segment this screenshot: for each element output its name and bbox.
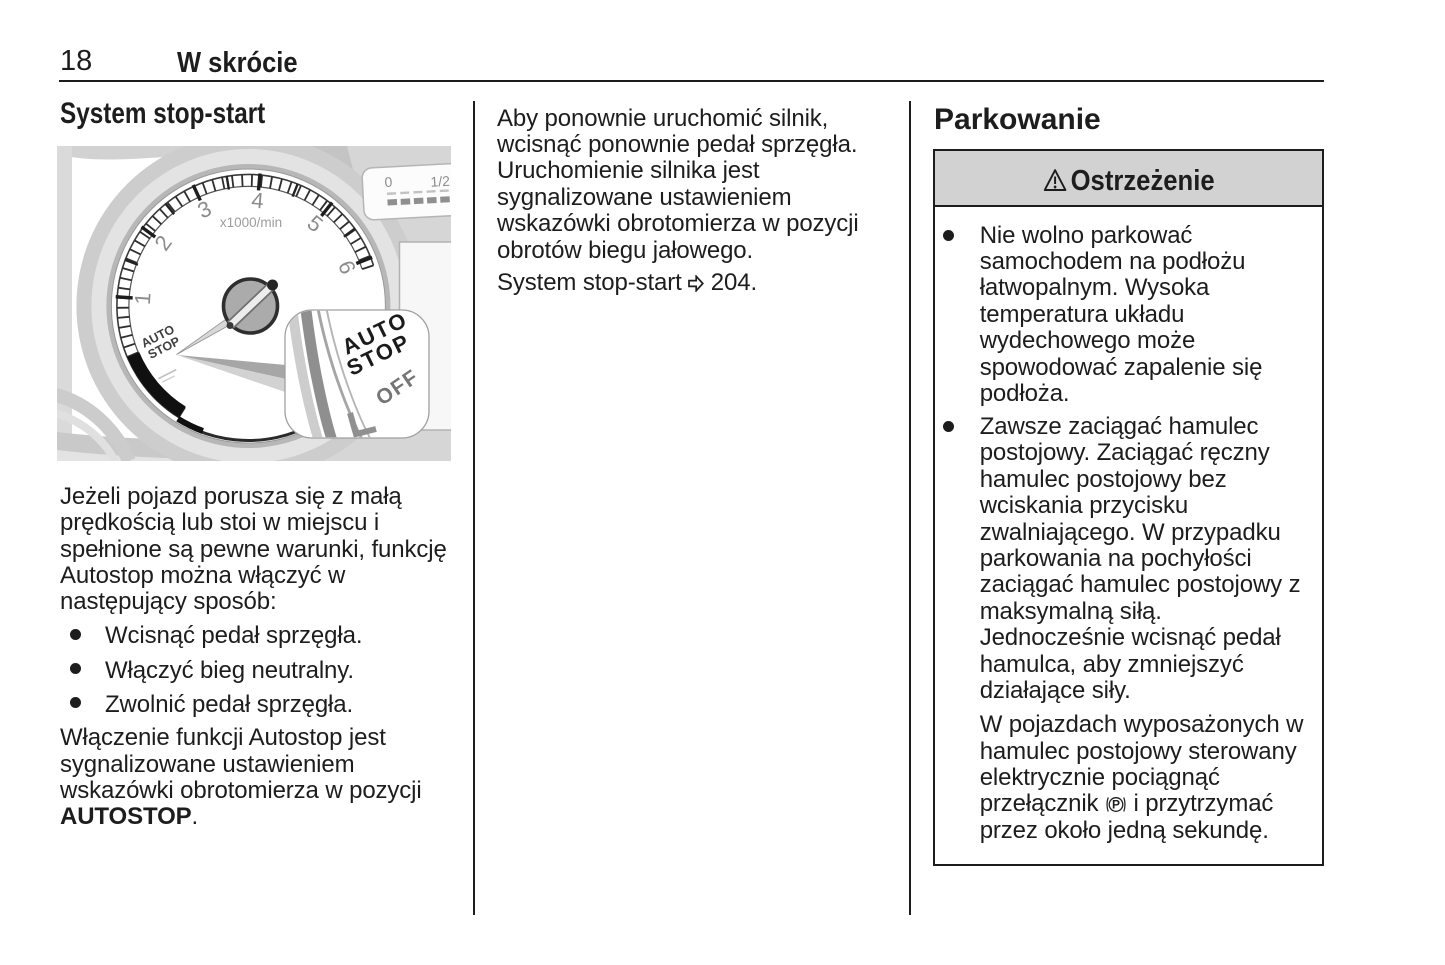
svg-text:0: 0 — [384, 174, 393, 190]
svg-text:1/2: 1/2 — [430, 173, 450, 190]
svg-text:4: 4 — [250, 187, 264, 213]
svg-text:x1000/min: x1000/min — [220, 215, 282, 230]
svg-text:P: P — [1112, 798, 1120, 812]
svg-text:1: 1 — [130, 292, 156, 306]
